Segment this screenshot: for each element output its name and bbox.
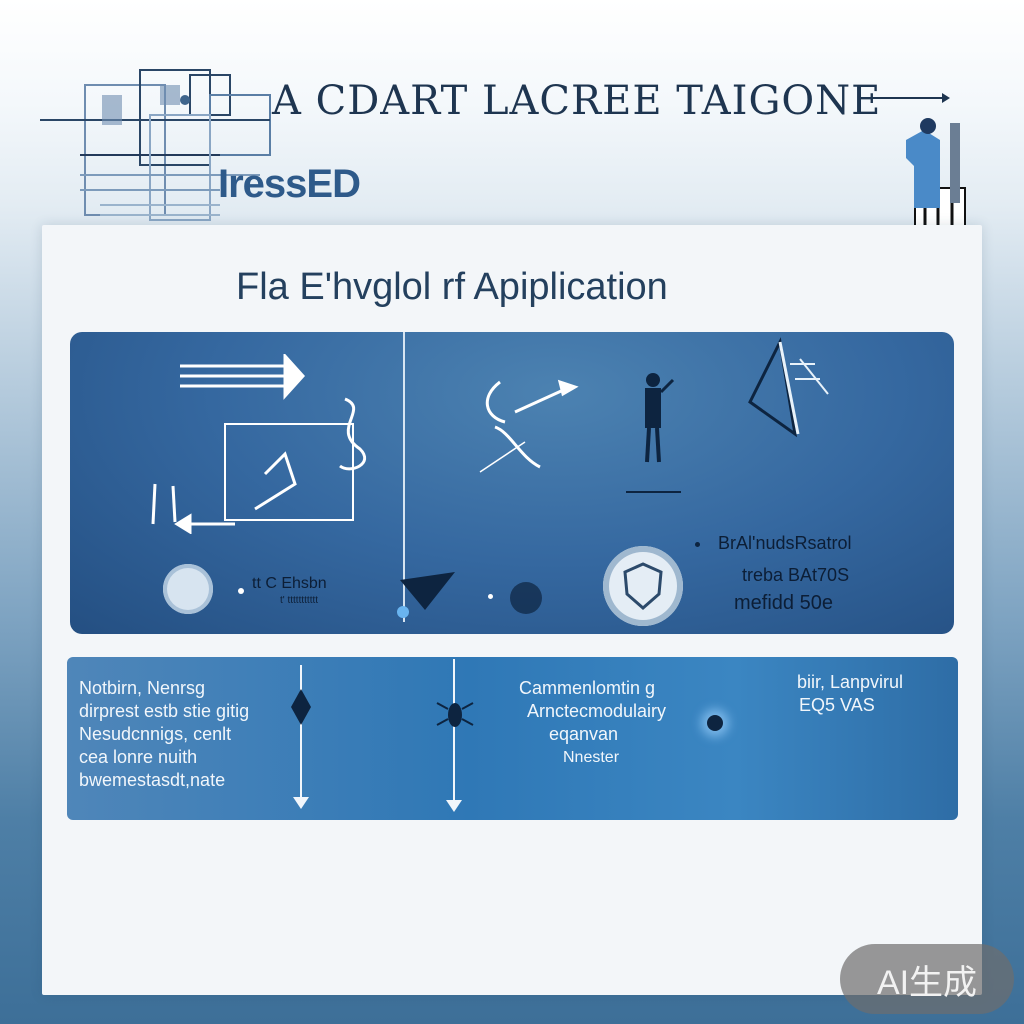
paper-plane-icon — [397, 572, 455, 618]
subtitle: IressED — [218, 162, 361, 206]
bottom-card: Notbirn, Nenrsg dirprest estb stie gitig… — [67, 657, 958, 820]
bottom-left-text: Notbirn, Nenrsg dirprest estb stie gitig… — [79, 677, 249, 792]
globe-icon — [163, 564, 213, 614]
arrow-left-icon — [626, 491, 681, 493]
top-card: tt C Ehsbn t' ttttttttttt BrAl'nudsRsatr… — [70, 332, 954, 634]
text-line: Nesudcnnigs, cenlt — [79, 724, 232, 744]
building-illustration-icon — [40, 69, 271, 221]
arrow-line — [300, 665, 302, 805]
arrow-line — [453, 659, 455, 809]
gear-icon — [510, 582, 542, 614]
header: A CDART LACREE TAIGONE IressED — [0, 0, 1024, 240]
ladder-icon — [748, 337, 829, 438]
arrow-right-icon — [870, 93, 950, 103]
card-divider — [403, 332, 405, 622]
right-line-1: BrAl'nudsRsatrol — [718, 533, 852, 553]
text-line: bwemestasdt,nate — [79, 770, 226, 790]
person-icon — [645, 373, 675, 463]
panel-heading: Fla E'hvglol rf Apiplication — [236, 266, 668, 308]
sparkle-icon — [707, 715, 723, 731]
arrow-down-icon — [293, 797, 309, 809]
workflow-diagram-icon — [151, 354, 367, 534]
shield-icon — [623, 562, 663, 610]
text-line: cea lonre nuith — [79, 747, 198, 767]
text-line: eqanvan — [549, 724, 619, 744]
bug-icon — [436, 702, 474, 727]
diamond-icon — [291, 689, 311, 725]
text-line: Cammenlomtin g — [519, 678, 656, 698]
text-line: Nnester — [563, 749, 620, 766]
text-line: Notbirn, Nenrsg — [79, 678, 206, 698]
text-line: dirprest estb stie gitig — [79, 701, 250, 721]
left-caption: tt C Ehsbn — [252, 575, 327, 592]
ai-generated-watermark: AI生成 — [840, 944, 1014, 1014]
text-line: Arnctecmodulairy — [527, 701, 667, 721]
page-title: A CDART LACREE TAIGONE — [272, 78, 882, 124]
bottom-center-text: Cammenlomtin g Arnctecmodulairy eqanvan … — [519, 677, 666, 769]
shield-button[interactable] — [603, 546, 683, 626]
left-caption-sub: t' ttttttttttt — [280, 595, 319, 606]
arrow-down-icon — [446, 800, 462, 812]
text-line: EQ5 VAS — [799, 695, 875, 715]
bullet-dot — [695, 542, 700, 547]
right-line-2: treba BAt70S — [742, 565, 850, 585]
right-line-3: mefidd 50e — [734, 592, 833, 614]
bottom-right-text: biir, Lanpvirul EQ5 VAS — [797, 671, 903, 717]
text-line: biir, Lanpvirul — [797, 672, 904, 692]
bullet-dot — [238, 588, 244, 594]
tools-icon — [479, 379, 579, 473]
bullet-dot — [488, 594, 493, 599]
